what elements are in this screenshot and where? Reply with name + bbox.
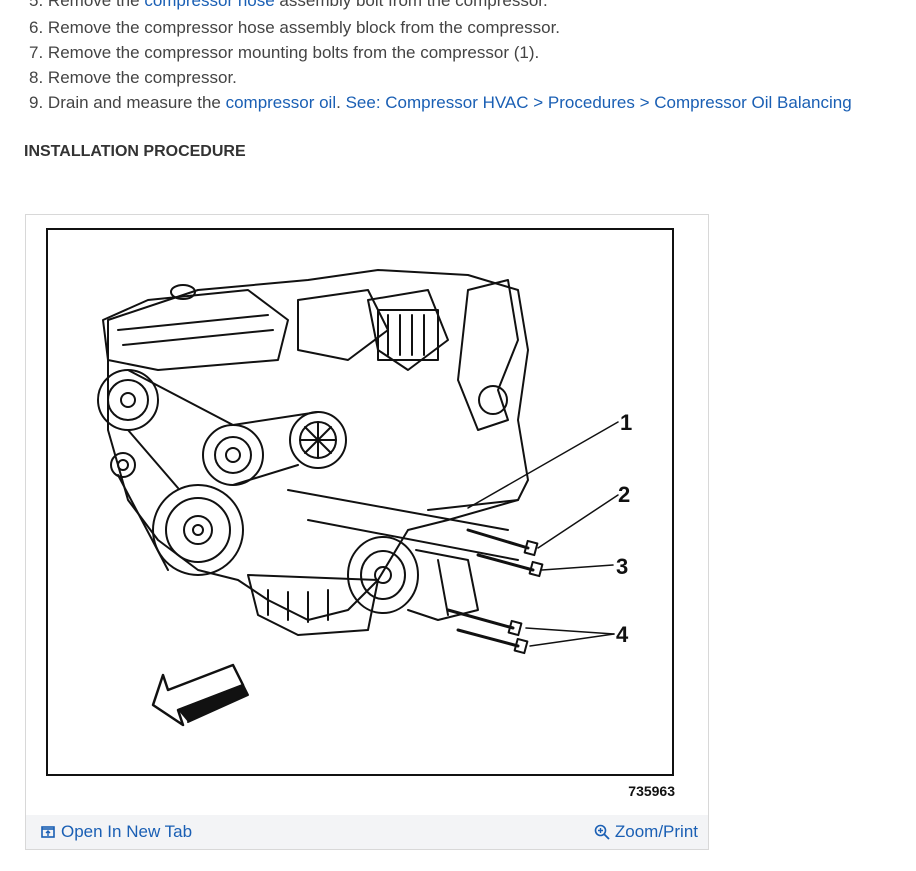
step-6: 6. Remove the compressor hose assembly b… — [29, 18, 561, 37]
open-new-tab-label: Open In New Tab — [61, 822, 193, 841]
open-new-tab-icon — [41, 826, 55, 838]
figure-number: 735963 — [628, 783, 675, 799]
compressor-oil-balancing-link[interactable]: See: Compressor HVAC > Procedures > Comp… — [345, 93, 852, 112]
engine-diagram: 1 2 3 4 — [97, 269, 632, 727]
compressor-hose-link[interactable]: compressor hose — [144, 0, 275, 10]
open-new-tab-button[interactable]: Open In New Tab — [40, 822, 192, 842]
compressor-oil-link[interactable]: compressor oil — [225, 93, 337, 112]
callout-3: 3 — [616, 554, 628, 579]
figure-container: 1 2 3 4 735963 Open In New Tab Zoom/Prin… — [25, 214, 709, 850]
figure-toolbar: Open In New Tab Zoom/Print — [26, 815, 708, 849]
section-heading: INSTALLATION PROCEDURE — [24, 143, 246, 160]
callout-4: 4 — [616, 622, 629, 647]
step-9: 9. Drain and measure the compressor oil.… — [29, 93, 852, 112]
zoom-print-button[interactable]: Zoom/Print — [594, 822, 698, 842]
engine-diagram-frame[interactable]: 1 2 3 4 — [46, 228, 674, 776]
step-5: 5. Remove the compressor hose assembly b… — [29, 0, 548, 12]
callout-1: 1 — [620, 410, 632, 435]
step-8: 8. Remove the compressor. — [29, 68, 237, 87]
zoom-in-icon — [594, 824, 610, 840]
callout-2: 2 — [618, 482, 630, 507]
zoom-print-label: Zoom/Print — [614, 822, 698, 841]
step-7: 7. Remove the compressor mounting bolts … — [29, 43, 540, 62]
